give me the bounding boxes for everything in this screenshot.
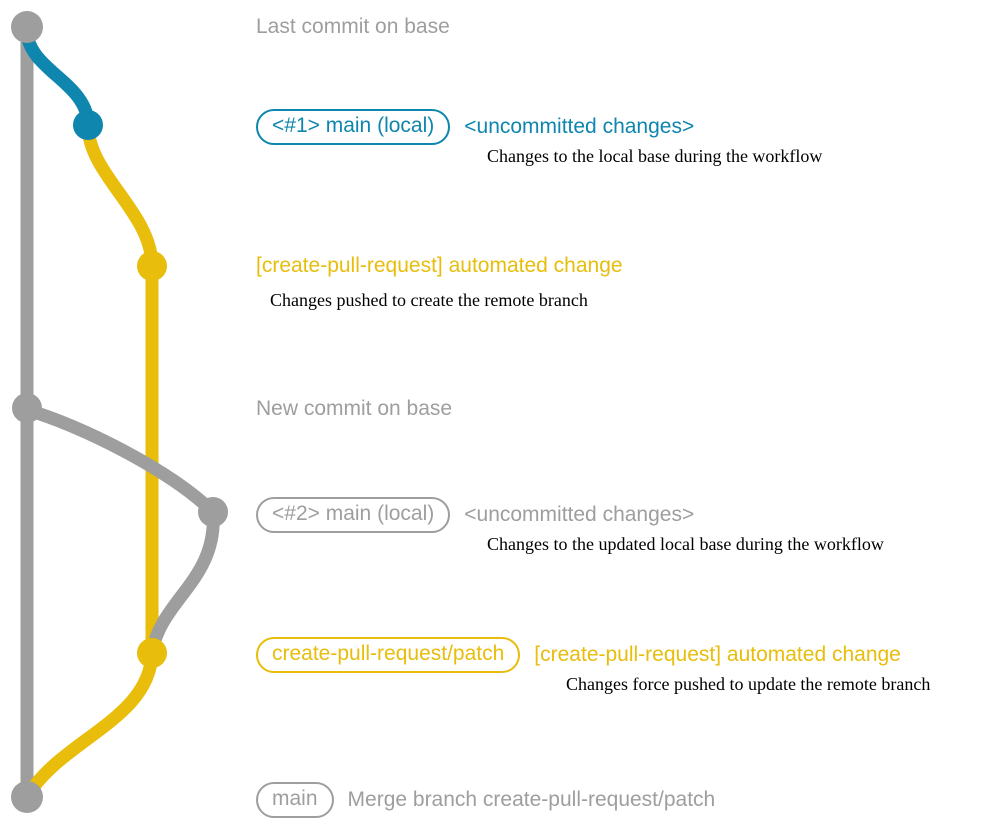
commit-node-remote-patch-2[interactable]: [137, 638, 167, 668]
branch-pill-label: create-pull-request/patch: [272, 642, 505, 665]
git-commit-graph: [11, 11, 228, 813]
edge-remote-2-to-merge: [20, 646, 159, 804]
commit-node-base-new[interactable]: [12, 393, 42, 423]
commit-row-local-uncommitted-1: <#1> main (local) <uncommitted changes>: [256, 109, 694, 145]
commit-message-merge-into-base: Merge branch create-pull-request/patch: [347, 788, 716, 811]
commit-node-base-head[interactable]: [11, 11, 43, 43]
commit-subtext-remote-patch-created: Changes pushed to create the remote bran…: [270, 290, 588, 310]
branch-pill-label: main: [272, 787, 318, 810]
commit-message-remote-patch-updated: [create-pull-request] automated change: [534, 643, 901, 666]
commit-node-local-change-1[interactable]: [73, 110, 103, 140]
branch-pill-main[interactable]: main: [256, 782, 334, 818]
branch-pill-label: <#2> main (local): [272, 502, 435, 525]
commit-label-last-commit-on-base: Last commit on base: [256, 15, 450, 38]
branch-pill-main-local-2[interactable]: <#2> main (local): [256, 497, 451, 533]
commit-row-remote-patch-updated: create-pull-request/patch [create-pull-r…: [256, 637, 901, 673]
commit-node-base-merge[interactable]: [11, 781, 43, 813]
branch-pill-main-local-1[interactable]: <#1> main (local): [256, 109, 451, 145]
commit-node-remote-patch-1[interactable]: [137, 251, 167, 281]
edge-base-to-local-2: [20, 403, 220, 519]
commit-subtext-local-uncommitted-2: Changes to the updated local base during…: [487, 534, 884, 554]
commit-row-local-uncommitted-2: <#2> main (local) <uncommitted changes>: [256, 497, 694, 533]
commit-subtext-remote-patch-updated: Changes force pushed to update the remot…: [566, 674, 931, 694]
commit-message-local-uncommitted-2: <uncommitted changes>: [464, 503, 695, 526]
commit-row-merge-into-base: main Merge branch create-pull-request/pa…: [256, 782, 715, 818]
edge-local-1-to-remote-1: [81, 118, 159, 273]
commit-subtext-local-uncommitted-1: Changes to the local base during the wor…: [487, 146, 823, 166]
branch-pill-create-pull-request-patch[interactable]: create-pull-request/patch: [256, 637, 521, 673]
commit-message-local-uncommitted-1: <uncommitted changes>: [464, 115, 695, 138]
edge-local-2-to-remote-2: [145, 505, 220, 660]
commit-message-remote-patch-created: [create-pull-request] automated change: [256, 254, 623, 277]
commit-label-new-commit-on-base: New commit on base: [256, 397, 453, 420]
branch-pill-label: <#1> main (local): [272, 114, 435, 137]
commit-node-local-change-2[interactable]: [198, 497, 228, 527]
